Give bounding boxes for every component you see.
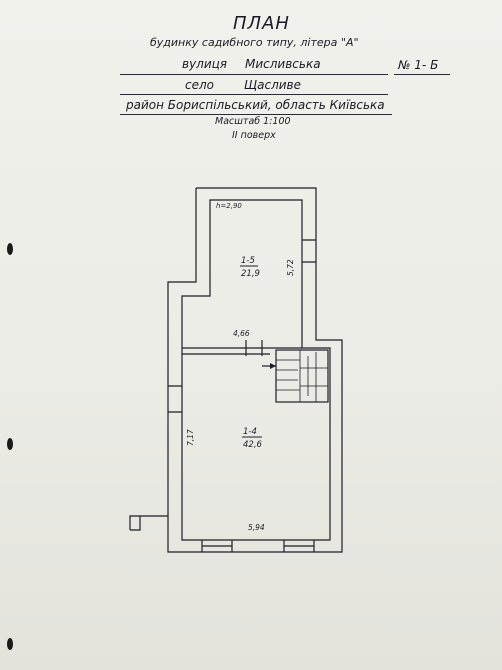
dim-lower-bottom: 5,94	[248, 523, 265, 532]
window	[283, 540, 315, 552]
street-value: Мисливська	[245, 57, 321, 71]
room-upper-area: 21,9	[241, 269, 260, 279]
window	[302, 239, 316, 263]
room-upper-id: 1-5	[241, 256, 255, 266]
underline	[394, 74, 450, 75]
punch-hole	[7, 438, 13, 450]
punch-hole	[7, 243, 13, 255]
inner-wall	[181, 199, 331, 541]
underline	[120, 74, 388, 75]
porch-step	[130, 516, 141, 531]
district-line: район Бориспільський, область Київська	[126, 98, 385, 112]
punch-hole	[7, 638, 13, 650]
village-label: село	[185, 78, 214, 92]
underline	[120, 94, 388, 95]
dim-upper-bottom: 4,66	[233, 329, 250, 338]
plan-number: № 1- Б	[398, 58, 439, 72]
room-lower-id: 1-4	[243, 427, 257, 437]
village-value: Щасливе	[244, 78, 301, 92]
entry-arrow-head	[270, 363, 276, 369]
door-opening	[245, 340, 263, 356]
room-lower-area: 42,6	[243, 440, 263, 450]
scale-label: Масштаб 1:100	[215, 116, 291, 127]
dim-lower-left: 7,17	[186, 429, 195, 446]
partition-wall	[182, 347, 302, 355]
plan-subtitle: будинку садибного типу, літера "А"	[150, 36, 359, 49]
ceiling-height: h=2,90	[216, 202, 242, 210]
window	[201, 540, 233, 552]
plan-title: ПЛАН	[233, 13, 290, 34]
outer-wall	[129, 187, 343, 553]
floor-label: ІІ поверх	[232, 130, 276, 141]
window	[168, 385, 182, 413]
underline	[120, 114, 392, 115]
outer-wall-left	[167, 188, 197, 516]
dim-upper-right: 5,72	[286, 259, 295, 276]
street-label: вулиця	[182, 57, 228, 71]
stair-steps	[276, 350, 328, 402]
staircase	[275, 349, 329, 403]
